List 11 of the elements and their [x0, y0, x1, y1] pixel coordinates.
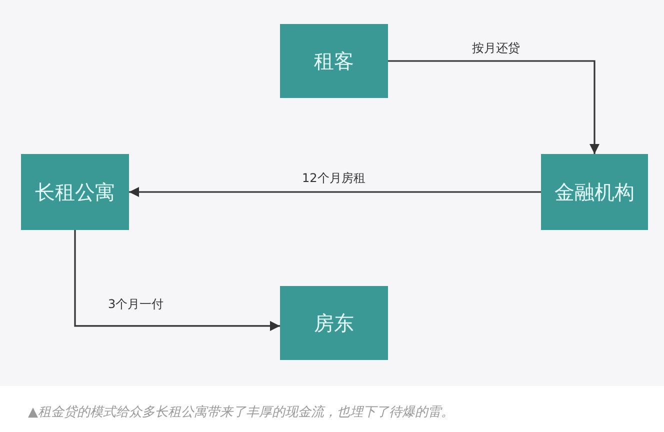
- node-label: 租客: [314, 48, 354, 74]
- process-box: [541, 154, 648, 230]
- node-label: 长租公寓: [35, 178, 115, 206]
- caption: ▲租金贷的模式给众多长租公寓带来了丰厚的现金流，也埋下了待爆的雷。: [28, 404, 454, 421]
- node-label: 房东: [314, 310, 354, 336]
- node-label: 金融机构: [554, 178, 634, 206]
- edge-label: 3个月一付: [106, 296, 166, 313]
- process-box: [280, 24, 388, 98]
- edge-label: 按月还贷: [470, 40, 522, 57]
- process-box: [280, 286, 388, 360]
- process-box: [21, 154, 129, 230]
